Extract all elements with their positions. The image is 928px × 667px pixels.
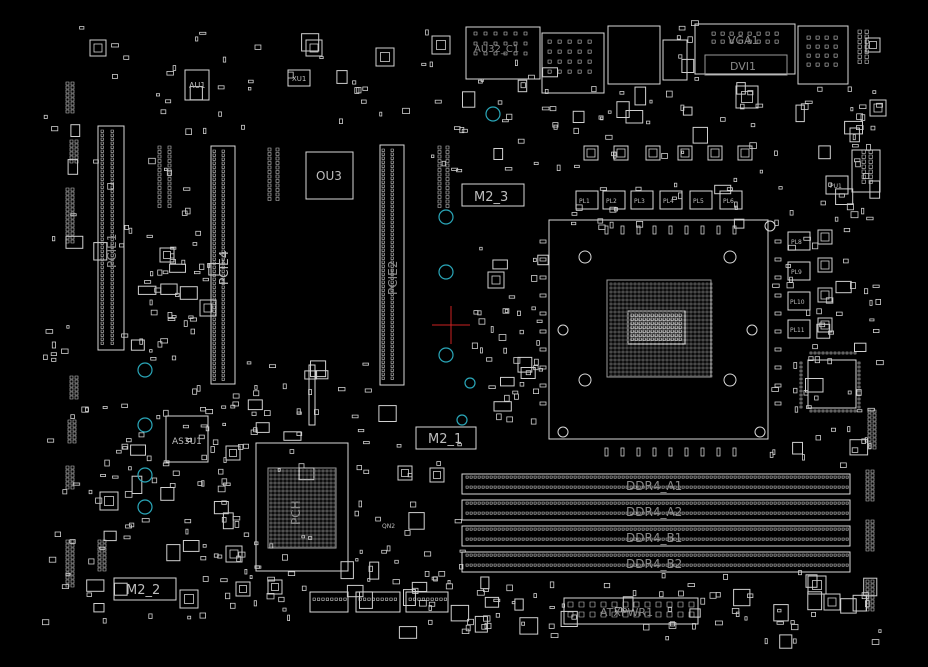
label-m2-3: M2_3 [474,190,508,205]
label-qn2: QN2 [382,523,395,530]
mounting-holes [137,106,501,515]
label-xu1: XU1 [292,75,306,83]
label-ddr4-b1: DDR4_B1 [626,531,682,545]
vga-port[interactable] [694,23,796,75]
mounting-hole [438,209,454,225]
label-ou3: OU3 [316,169,342,183]
via [456,414,468,426]
via [464,377,476,389]
label-pcie2: PCIE2 [386,261,400,295]
pcie-slot-4[interactable] [210,145,236,385]
pcie-slot-1[interactable] [97,125,125,351]
label-pl10: PL10 [790,299,805,306]
mounting-hole [137,499,153,515]
label-ddr4-a1: DDR4_A1 [626,479,682,493]
label-au1: AU1 [189,81,205,90]
lan-port[interactable] [662,39,688,81]
label-pl8: PL8 [791,239,802,246]
vrm-inductors [575,190,811,339]
label-ddr4-a2: DDR4_A2 [626,505,682,519]
inductor-pl6[interactable] [719,190,743,210]
inductor-pl2[interactable] [602,190,626,210]
inductor-pl1[interactable] [575,190,599,210]
mounting-hole [485,106,501,122]
inductor-pl8[interactable] [787,231,811,251]
label-pl11: PL11 [790,327,805,334]
inductor-pl5[interactable] [689,190,713,210]
label-usb32-c1: AU32_C1 [474,44,519,55]
label-m2-2: M2_2 [126,583,160,598]
sata-connector-2[interactable] [355,591,401,613]
cpu-socket[interactable] [548,219,769,440]
dvi-port[interactable] [704,54,788,76]
inductor-pl11[interactable] [787,319,811,339]
ddr4-a1-slot[interactable] [461,473,851,495]
label-pcie4: PCIE4 [217,251,231,285]
as3u1-chip[interactable] [165,415,209,463]
mounting-hole [137,362,153,378]
label-pl5: PL5 [693,198,704,205]
mounting-hole [137,467,153,483]
crosshair-cursor[interactable] [432,306,470,344]
ddr4-b2-slot[interactable] [461,551,851,573]
ddr4-a2-slot[interactable] [461,499,851,521]
label-pl9: PL9 [791,269,802,276]
inductor-pl4[interactable] [659,190,683,210]
label-pcie1: PCIE1 [105,234,119,268]
label-vga1: VGA1 [728,34,759,47]
inductor-pl9[interactable] [787,261,811,281]
usb-stack-port[interactable] [607,25,661,85]
ou3-chip[interactable] [305,151,354,200]
ddr4-b1-slot[interactable] [461,525,851,547]
pcie-slot-2[interactable] [379,144,405,386]
inductor-pl3[interactable] [630,190,654,210]
mounting-hole [438,264,454,280]
cpu-fan-header[interactable] [851,149,881,193]
inductor-pl10[interactable] [787,291,811,311]
usb32-c1-port[interactable] [465,26,541,80]
label-m2-1: M2_1 [428,432,462,447]
label-pl1: PL1 [579,198,590,205]
label-pl4: PL4 [663,198,674,205]
label-ddr4-b2: DDR4_B2 [626,557,682,571]
label-pl6: PL6 [723,198,734,205]
mounting-hole [137,417,153,433]
label-atx-pwr: ATXPWR1 [600,606,653,619]
pch-outline[interactable] [255,442,349,572]
label-pu1: PU1 [830,183,842,190]
label-pl3: PL3 [634,198,645,205]
audio-jack-block[interactable] [541,32,605,94]
label-dvi1: DVI1 [730,60,756,73]
sata-connector-1[interactable] [309,591,349,613]
socket-holes [557,220,776,438]
label-pl2: PL2 [606,198,617,205]
small-components [42,20,887,649]
pu1-component[interactable] [825,175,849,195]
m2-3-slot[interactable] [461,183,525,207]
label-as3u1: AS3U1 [172,437,202,447]
component-outlines [97,23,881,625]
super-io-chip[interactable] [807,359,857,409]
hdmi-port[interactable] [797,25,849,85]
label-pch: PCH [289,500,303,525]
m2-2-slot[interactable] [113,577,177,601]
mounting-hole [438,347,454,363]
m2-1-slot[interactable] [415,426,477,450]
